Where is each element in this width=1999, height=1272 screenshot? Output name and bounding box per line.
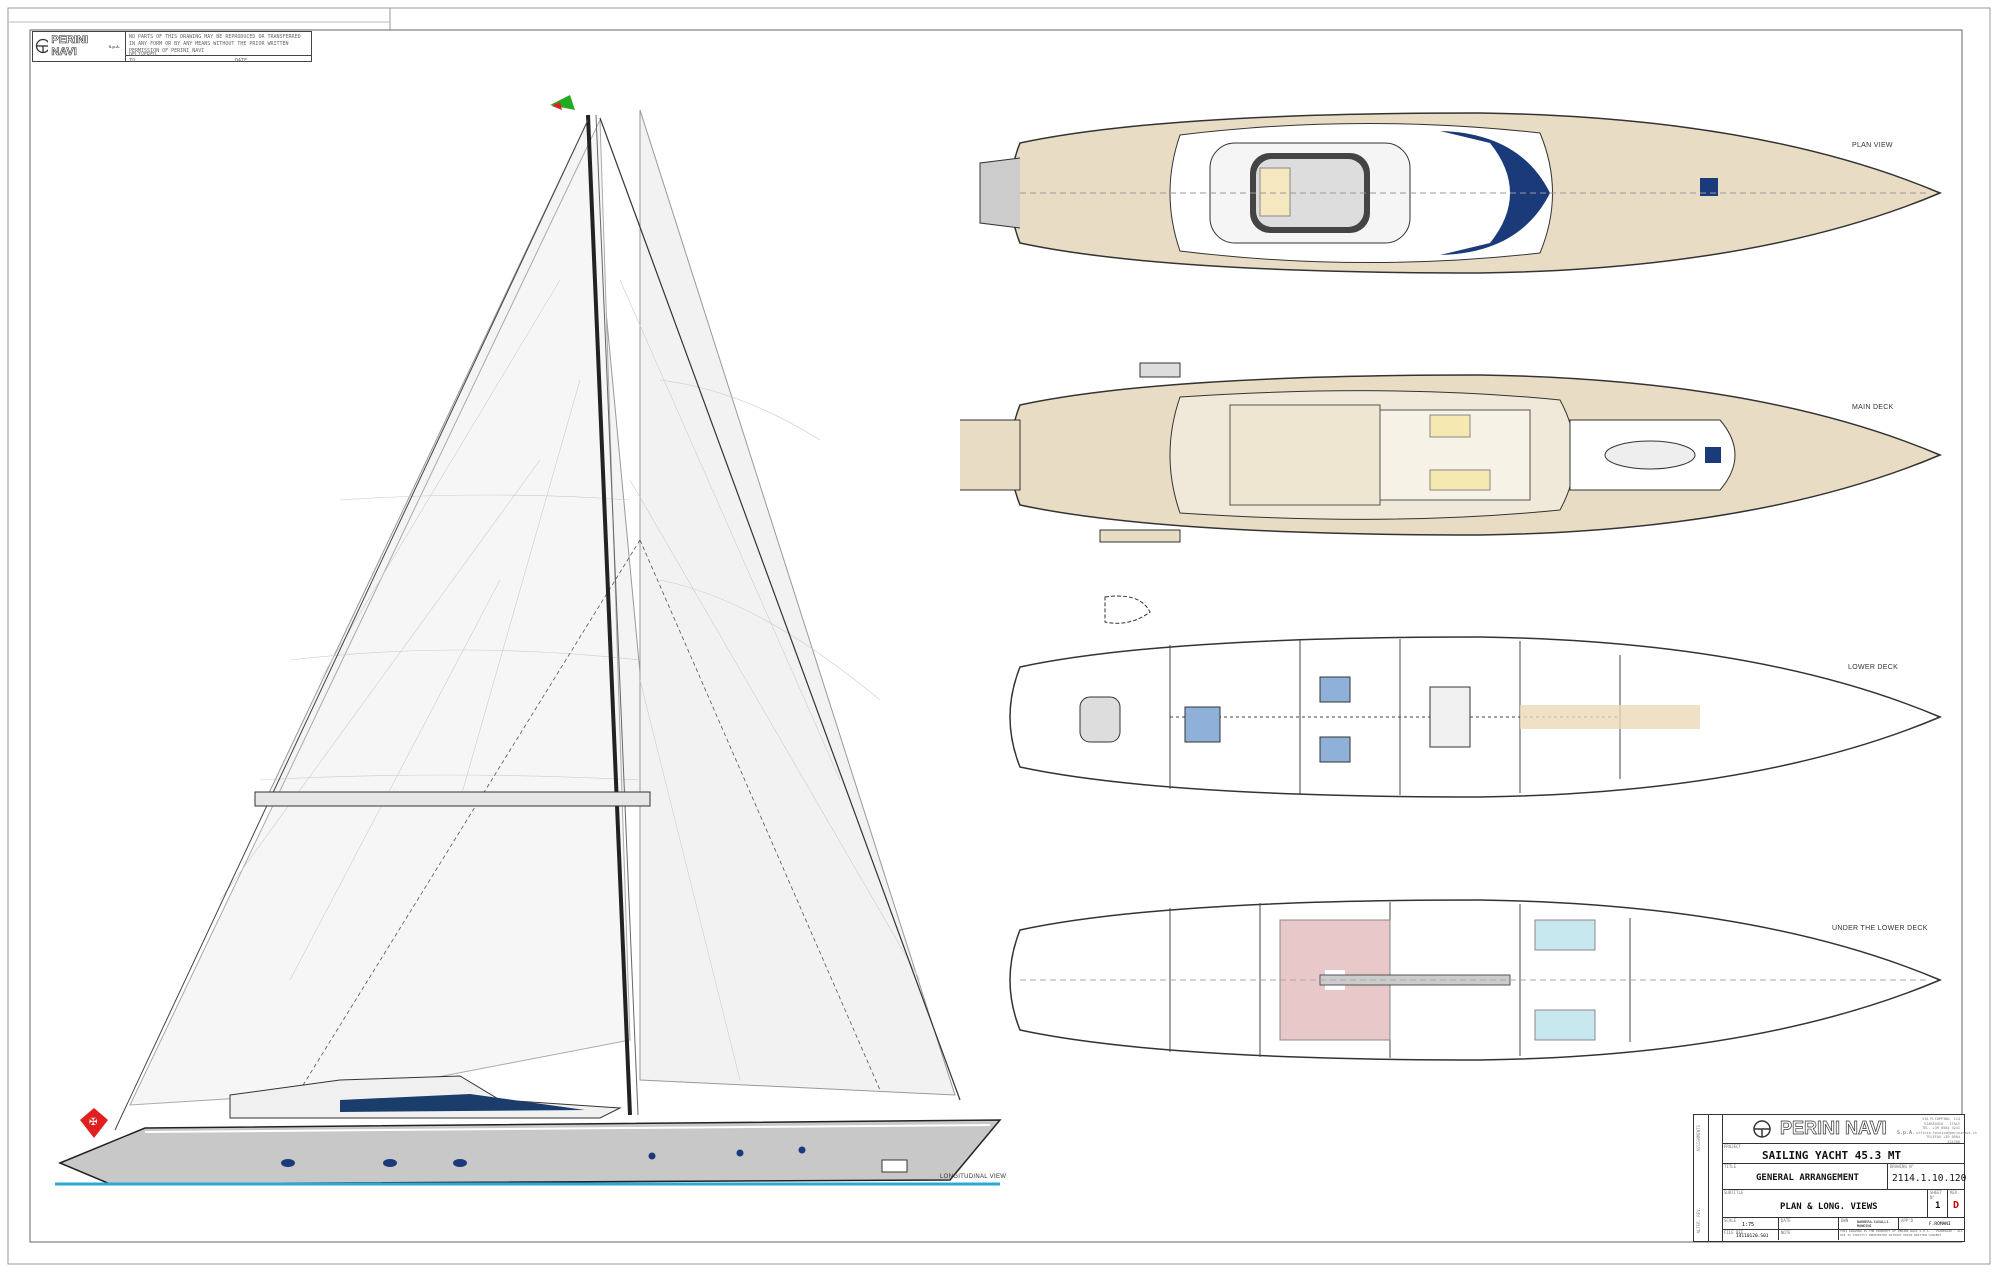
longitudinal-view-label: LONGITUDINAL VIEW xyxy=(940,1174,1007,1180)
scale-label: SCALE xyxy=(1724,1218,1737,1223)
alter-rev-label: ALTER. REV. xyxy=(1696,1207,1701,1234)
notice-text: NO PARTS OF THIS DRAWING MAY BE REPRODUC… xyxy=(125,32,311,56)
title-block: ASSIGNMENTS ALTER. REV. PERINI NAVI S.p.… xyxy=(1693,1114,1978,1242)
svg-text:✠: ✠ xyxy=(89,1117,97,1128)
sheet-label: SHEET N° xyxy=(1930,1190,1943,1200)
italian-flag-icon xyxy=(550,95,575,110)
under-lower-deck-label: UNDER THE LOWER DECK xyxy=(1832,925,1928,932)
date-label: DATE xyxy=(1781,1218,1791,1223)
genoa xyxy=(129,119,631,1106)
lower-deck-label: LOWER DECK xyxy=(1848,664,1899,671)
copyright-notice: PERINI NAVI S.p.A. NO PARTS OF THIS DRAW… xyxy=(32,31,312,64)
drawing-no-label: DRAWING N° xyxy=(1890,1164,1915,1169)
project-name: SAILING YACHT 45.3 MT xyxy=(1762,1149,1902,1162)
address-line: TEL. +39 0584 4241 xyxy=(1922,1126,1960,1130)
date-label: DATE xyxy=(235,58,248,64)
under-lower-deck-drawing xyxy=(1009,899,1941,1061)
brand-suffix: S.p.A. xyxy=(108,43,120,49)
assignments-label: ASSIGNMENTS xyxy=(1696,1125,1701,1152)
title-label: TITLE xyxy=(1724,1164,1737,1169)
plan-views xyxy=(960,112,1941,1061)
delivered-to-label: DELIVERED TO xyxy=(129,52,157,64)
forestay xyxy=(599,117,961,1101)
lower-deck-drawing xyxy=(1009,595,1941,798)
project-label: PROJECT xyxy=(1724,1144,1741,1149)
approved-by: F.ROMANI xyxy=(1929,1222,1951,1227)
address-line: VIA M.COPPINO, 114 xyxy=(1922,1117,1960,1121)
brand-name: PERINI NAVI xyxy=(51,34,89,59)
main-deck-drawing xyxy=(960,362,1941,543)
plan-view-label: PLAN VIEW xyxy=(1852,142,1893,149)
appd-label: APP'D xyxy=(1901,1218,1914,1223)
title-block-header: PERINI NAVI S.p.A. VIA M.COPPINO, 114 VI… xyxy=(1722,1115,1978,1144)
hull xyxy=(58,1119,1002,1185)
title-brand-suffix: S.p.A. xyxy=(1897,1130,1916,1136)
perini-navi-logo: PERINI NAVI S.p.A. xyxy=(35,34,120,59)
drawn-by: BARBERA-CAVALLI-MANDINI xyxy=(1857,1220,1891,1228)
drawing-title: GENERAL ARRANGEMENT xyxy=(1756,1173,1859,1183)
malta-ensign-icon: ✠ xyxy=(80,1108,108,1138)
address-line: ufficio.tecnico@perininavi.it xyxy=(1916,1130,1978,1135)
scale-value: 1:75 xyxy=(1742,1222,1755,1228)
property-note: THIS DRAWING IS THE PROPERTY OF PERINI N… xyxy=(1840,1229,1963,1237)
boom xyxy=(254,791,651,807)
sheet-number: 1 xyxy=(1935,1201,1941,1211)
revision: D xyxy=(1953,1200,1960,1211)
portholes xyxy=(281,1146,806,1167)
mast xyxy=(586,114,632,1116)
address-line: VIAREGGIO - ITALY xyxy=(1924,1121,1960,1126)
backstay xyxy=(114,119,589,1131)
sail-panel-lines xyxy=(219,279,921,1081)
plan-view-drawing xyxy=(979,112,1941,274)
file-ref: 14110120.S01 xyxy=(1736,1234,1769,1239)
perini-logo-icon xyxy=(35,38,49,54)
jib xyxy=(639,109,956,1096)
note-label: NOTE xyxy=(1781,1230,1791,1235)
address-line: TELEFAX +39 0584 424200 xyxy=(1926,1135,1960,1144)
file-ref-label: FILE REF. xyxy=(1724,1230,1746,1235)
title-brand: PERINI NAVI xyxy=(1780,1118,1887,1139)
longitudinal-view: ✠ xyxy=(55,95,1002,1186)
dwn-label: DWN xyxy=(1841,1218,1849,1223)
drawing-subtitle: PLAN & LONG. VIEWS xyxy=(1780,1202,1878,1212)
main-deck-label: MAIN DECK xyxy=(1852,404,1894,411)
subtitle-label: SUBTITLE xyxy=(1724,1190,1744,1195)
drawing-number: 2114.1.10.120 xyxy=(1892,1173,1967,1184)
perini-logo-icon xyxy=(1753,1120,1771,1138)
rev-label: REV. xyxy=(1950,1190,1960,1195)
